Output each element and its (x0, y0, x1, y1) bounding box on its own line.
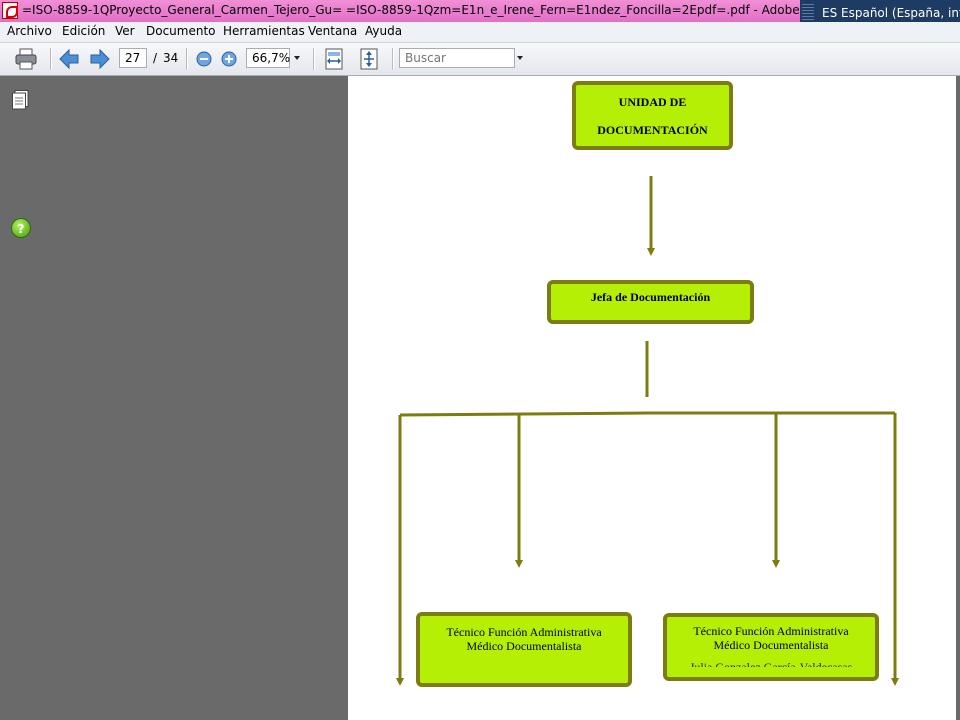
window-title: =ISO-8859-1QProyecto_General_Carmen_Teje… (22, 3, 846, 17)
fit-page-icon[interactable] (359, 48, 379, 70)
zoom-dropdown-icon[interactable] (294, 56, 300, 60)
org-box-text: Médico Documentalista (466, 639, 582, 653)
adobe-reader-icon (2, 2, 18, 19)
language-indicator[interactable]: ES Español (España, intern (822, 6, 960, 20)
toolbar: 27 / 34 66,7% (0, 43, 960, 76)
org-box-unidad-documentacion: UNIDAD DE DOCUMENTACIÓN (572, 81, 733, 150)
total-pages: 34 (163, 51, 179, 65)
search-dropdown-icon[interactable] (517, 56, 523, 60)
menu-edicion[interactable]: Edición (62, 24, 106, 38)
page-number-input[interactable]: 27 (119, 48, 147, 68)
org-box-text: Técnico Función Administrativa (446, 625, 602, 639)
org-box-tecnico-right: Técnico Función Administrativa Médico Do… (663, 613, 879, 681)
menu-archivo[interactable]: Archivo (7, 24, 52, 38)
zoom-level-field[interactable]: 66,7% (246, 48, 290, 68)
help-icon[interactable]: ? (11, 218, 31, 238)
menu-ventana[interactable]: Ventana (308, 24, 358, 38)
fit-width-icon[interactable] (324, 48, 344, 70)
org-box-text: UNIDAD DE (618, 95, 687, 109)
zoom-in-icon[interactable] (220, 50, 238, 68)
menu-ayuda[interactable]: Ayuda (365, 24, 403, 38)
org-box-text: Médico Documentalista (713, 638, 829, 652)
document-page[interactable]: UNIDAD DE DOCUMENTACIÓN Jefa de Document… (348, 76, 956, 720)
org-box-jefa-documentacion: Jefa de Documentación (547, 280, 754, 324)
toolbar-separator (50, 48, 52, 70)
grip-handle-icon[interactable] (802, 4, 814, 21)
zoom-out-icon[interactable] (195, 50, 213, 68)
toolbar-separator (186, 48, 188, 70)
pages-icon[interactable] (12, 90, 29, 110)
next-page-icon[interactable] (89, 48, 111, 70)
canvas-edge (956, 76, 960, 720)
page-separator: / (153, 51, 158, 65)
previous-page-icon[interactable] (58, 48, 80, 70)
menu-bar: Archivo Edición Ver Documento Herramient… (0, 22, 960, 43)
org-box-text-cut-off: Julia Gonzalez García-Valdecasas (689, 660, 853, 667)
menu-documento[interactable]: Documento (146, 24, 216, 38)
org-box-text: Técnico Función Administrativa (693, 624, 849, 638)
language-bar[interactable]: ES Español (España, intern (800, 0, 960, 25)
org-box-text: Jefa de Documentación (590, 290, 711, 304)
title-bar: =ISO-8859-1QProyecto_General_Carmen_Teje… (0, 0, 960, 22)
menu-herramientas[interactable]: Herramientas (223, 24, 305, 38)
menu-ver[interactable]: Ver (115, 24, 135, 38)
print-icon[interactable] (14, 48, 38, 70)
org-box-text: DOCUMENTACIÓN (597, 123, 708, 137)
toolbar-separator (313, 48, 315, 70)
toolbar-separator (392, 48, 394, 70)
navigation-panel: ? (0, 76, 45, 720)
org-chart-connectors (396, 176, 899, 686)
connector-horizontal-bar (399, 411, 895, 417)
search-input[interactable] (399, 48, 515, 68)
org-box-tecnico-left: Técnico Función Administrativa Médico Do… (416, 612, 632, 687)
